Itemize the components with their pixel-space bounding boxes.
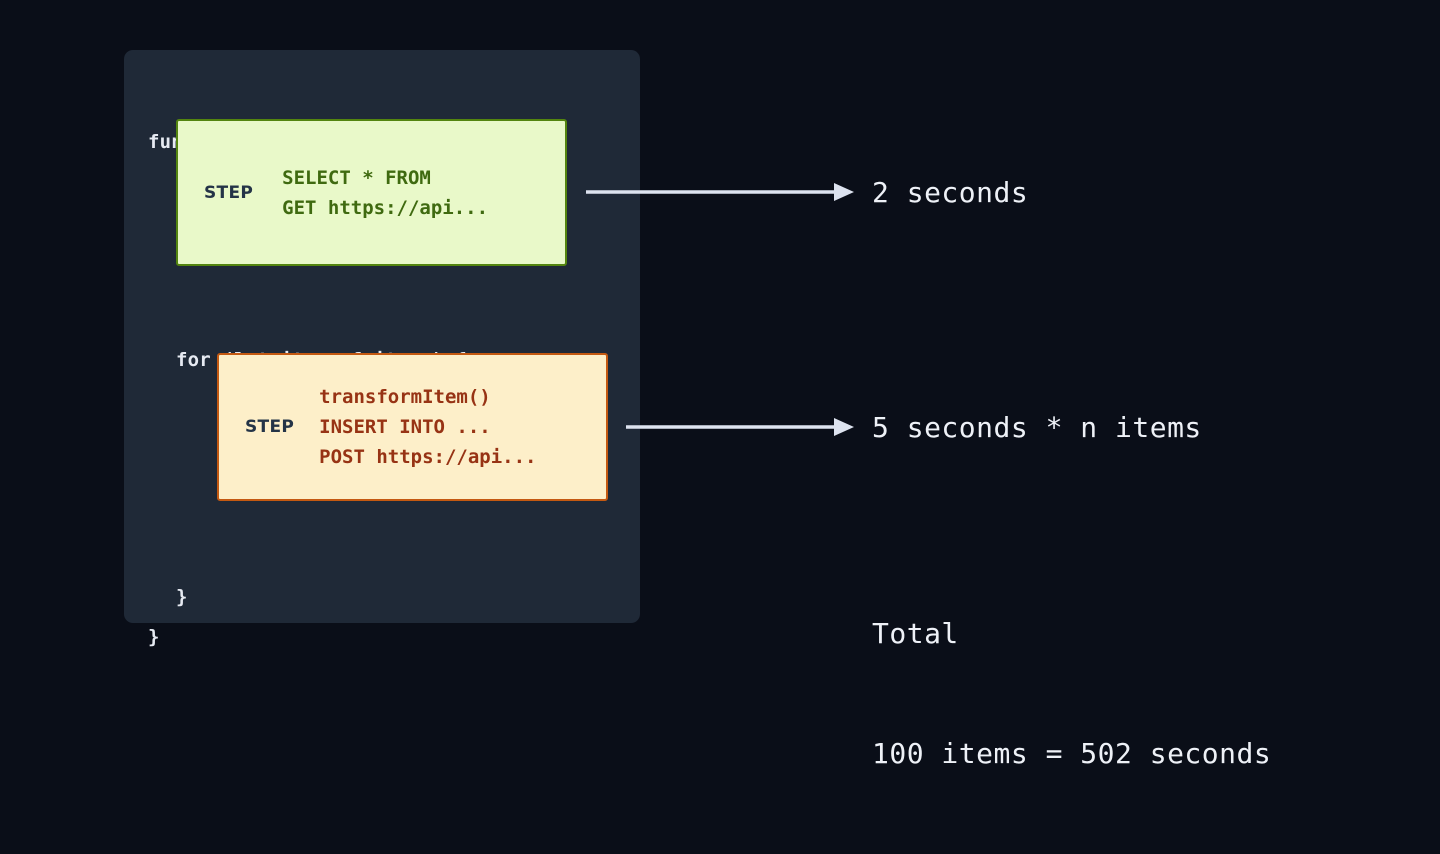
step-code-line: INSERT INTO ... (319, 416, 491, 438)
step-tag-label: STEP (204, 182, 254, 203)
annotation-step-one-duration: 2 seconds (872, 176, 1029, 209)
total-value: 100 items = 502 seconds (872, 737, 1272, 770)
step-code-line: POST https://api... (319, 446, 537, 468)
code-line-close-inner: } (176, 586, 188, 608)
step-code-line: transformItem() (319, 386, 491, 408)
step-tag-label: STEP (245, 417, 295, 437)
step-code-line: SELECT * FROM (282, 166, 431, 189)
step-code-green: SELECT * FROM GET https://api... (282, 163, 488, 223)
step-box-green[interactable]: STEP SELECT * FROM GET https://api... (176, 119, 567, 266)
total-label: Total (872, 617, 959, 650)
step-code-orange: transformItem() INSERT INTO ... POST https… (319, 382, 536, 472)
arrow-icon-step-one (586, 181, 856, 203)
step-code-line: GET https://api... (282, 196, 489, 219)
annotation-step-two-duration: 5 seconds * n items (872, 411, 1202, 444)
code-line-close-outer: } (148, 626, 160, 648)
arrow-icon-step-two (626, 416, 856, 438)
step-box-orange[interactable]: STEP transformItem() INSERT INTO ... POST … (217, 353, 608, 501)
total-summary: Total 100 items = 502 seconds (872, 534, 1271, 854)
